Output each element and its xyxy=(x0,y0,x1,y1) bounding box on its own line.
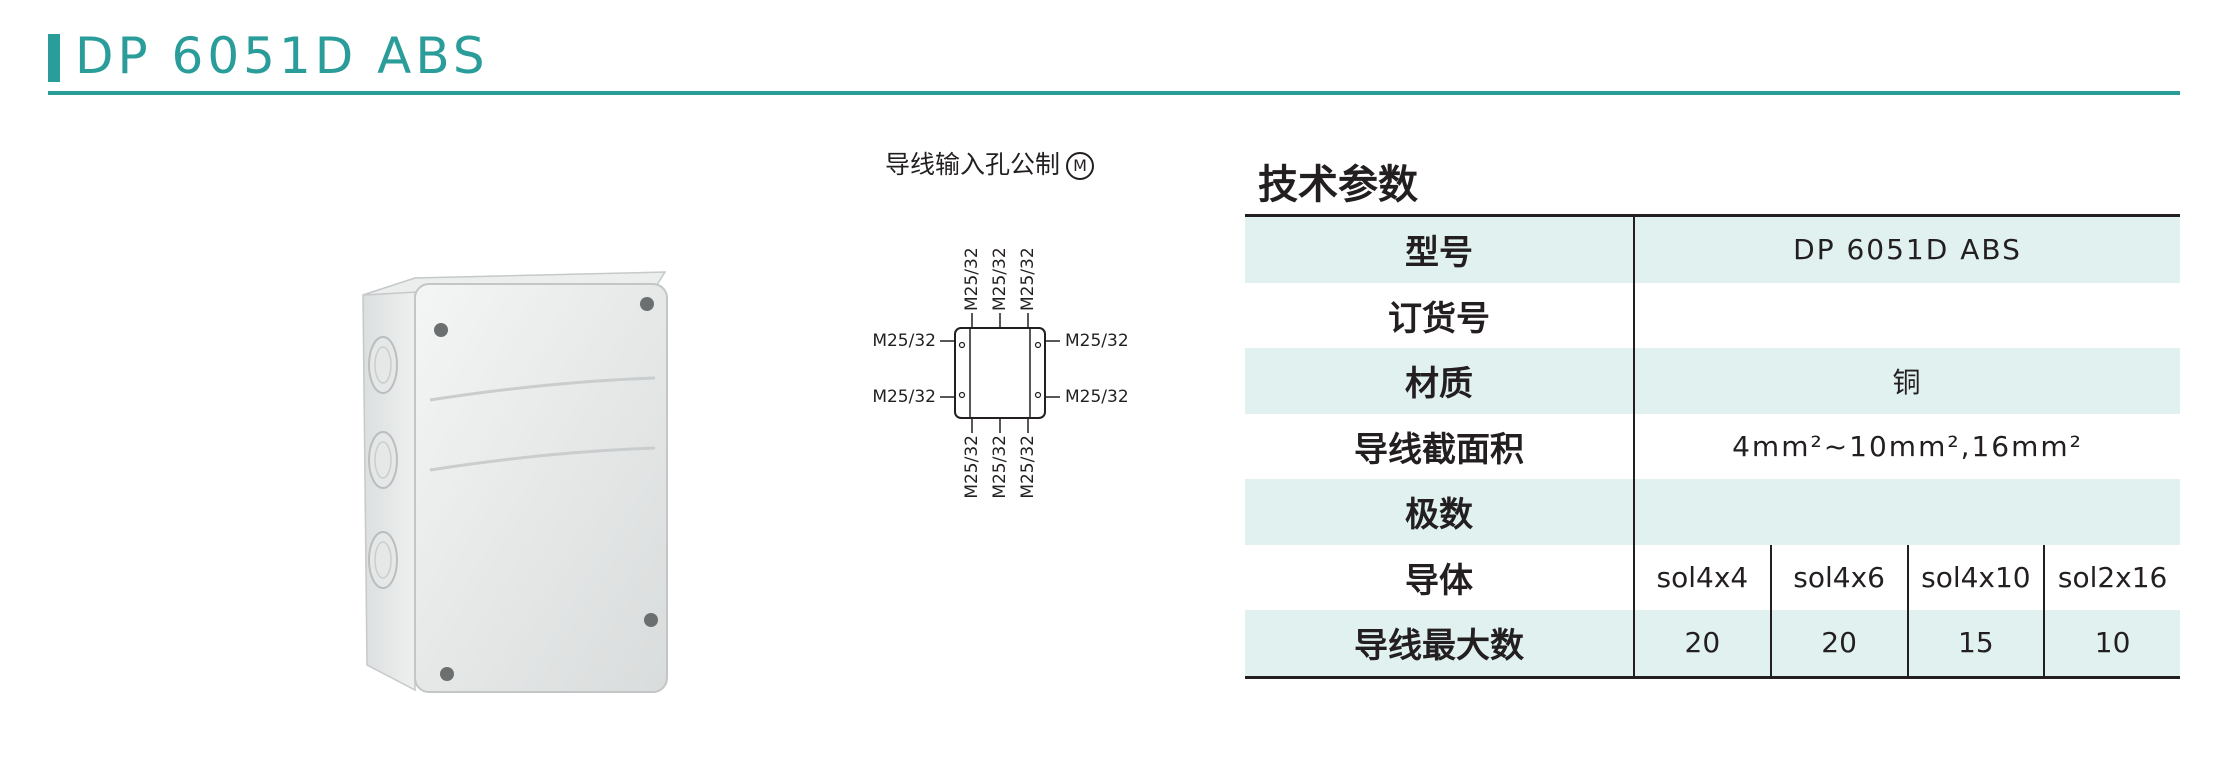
spec-label: 导线最大数 xyxy=(1245,610,1635,676)
spec-row-poles: 极数 xyxy=(1245,479,2180,545)
spec-title: 技术参数 xyxy=(1258,162,1418,208)
label-top-1: M25/32 xyxy=(962,247,982,311)
label-right-top: M25/32 xyxy=(1065,331,1129,351)
spec-row-max-wires: 导线最大数 20 20 15 10 xyxy=(1245,610,2180,676)
spec-value xyxy=(1635,479,2180,545)
spec-label: 导体 xyxy=(1245,544,1635,610)
label-left-bottom: M25/32 xyxy=(872,387,936,407)
title-accent-bar xyxy=(48,34,60,82)
spec-sub-value: 10 xyxy=(2094,626,2131,660)
spec-value: 铜 xyxy=(1892,365,1923,399)
spec-sub-value: sol4x10 xyxy=(1909,544,2046,610)
spec-sub-value: 20 xyxy=(1635,610,1772,676)
spec-sub-value: sol4x6 xyxy=(1772,544,1909,610)
label-bottom-1: M25/32 xyxy=(962,435,982,499)
spec-sub-value: sol4x4 xyxy=(1635,544,1772,610)
spec-label: 型号 xyxy=(1245,217,1635,283)
spec-row-order-number: 订货号 xyxy=(1245,282,2180,349)
spec-row-conductor: 导体 sol4x4 sol4x6 sol4x10 sol2x16 xyxy=(1245,544,2180,610)
spec-multi-values: sol4x4 sol4x6 sol4x10 sol2x16 xyxy=(1635,544,2180,610)
spec-row-cross-section: 导线截面积 4mm²~10mm²,16mm² xyxy=(1245,413,2180,479)
spec-multi-values: 20 20 15 10 xyxy=(1635,610,2180,676)
page-title: DP 6051D ABS xyxy=(75,27,489,85)
cable-entry-diagram: M25/32 M25/32 M25/32 M25/32 M25/32 M25/3… xyxy=(830,225,1175,515)
spec-label: 极数 xyxy=(1245,479,1635,545)
spec-sub-value: sol2x16 xyxy=(2057,560,2168,594)
spec-row-model: 型号 DP 6051D ABS xyxy=(1245,217,2180,283)
diagram-drawing xyxy=(940,313,1060,433)
label-bottom-3: M25/32 xyxy=(1018,435,1038,499)
label-left-top: M25/32 xyxy=(872,331,936,351)
spec-value: DP 6051D ABS xyxy=(1793,233,2022,267)
label-bottom-2: M25/32 xyxy=(990,435,1010,499)
metric-badge-icon: M xyxy=(1066,152,1095,180)
product-image xyxy=(355,270,675,700)
spec-value xyxy=(1635,283,2180,349)
spec-value: 4mm²~10mm²,16mm² xyxy=(1732,429,2083,463)
label-top-3: M25/32 xyxy=(1018,247,1038,311)
spec-label: 导线截面积 xyxy=(1245,413,1635,479)
spec-sub-value: 15 xyxy=(1909,610,2046,676)
title-underline xyxy=(48,91,2180,95)
spec-label: 材质 xyxy=(1245,348,1635,414)
spec-row-material: 材质 铜 xyxy=(1245,348,2180,414)
label-top-2: M25/32 xyxy=(990,247,1010,311)
spec-sub-value: 20 xyxy=(1772,610,1909,676)
label-right-bottom: M25/32 xyxy=(1065,387,1129,407)
spec-table: 型号 DP 6051D ABS 订货号 材质 铜 导线截面积 4mm²~10mm… xyxy=(1245,214,2180,679)
spec-label: 订货号 xyxy=(1245,282,1635,348)
